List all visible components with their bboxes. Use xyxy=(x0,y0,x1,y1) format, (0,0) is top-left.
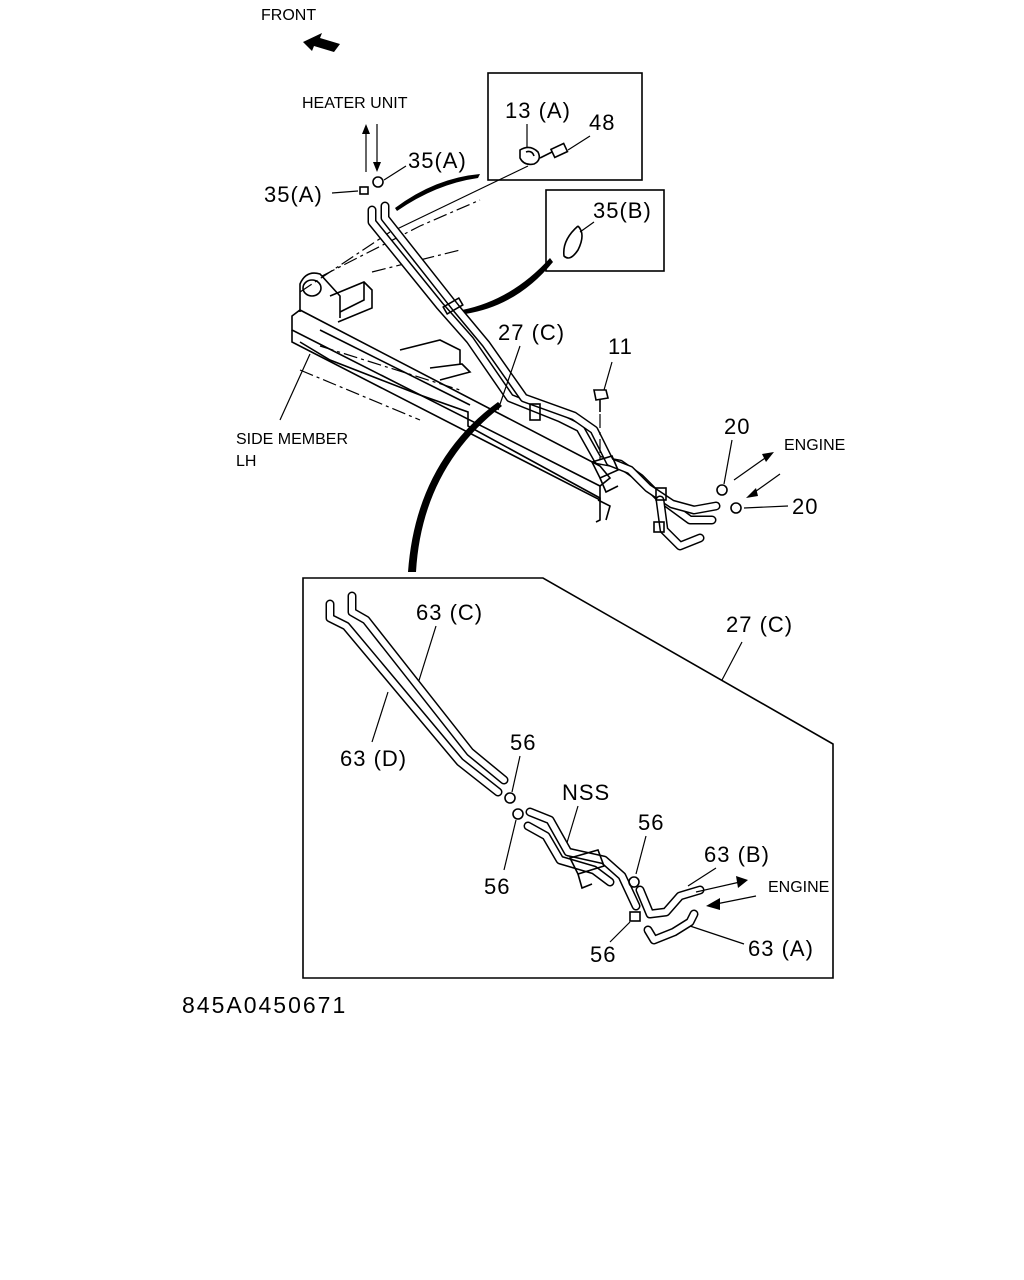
hose-63a xyxy=(643,909,699,945)
callout-20-top: 20 xyxy=(724,414,750,439)
frame-side-member xyxy=(291,272,612,523)
heater-hose-assembly xyxy=(367,201,721,551)
leader-wedge-27c xyxy=(408,402,502,572)
callout-35b: 35(B) xyxy=(593,198,652,223)
front-label: FRONT xyxy=(261,7,316,24)
diagram-code: 845A0450671 xyxy=(182,992,347,1018)
hose-clamp-56-a-icon xyxy=(504,792,516,804)
callout-63b: 63 (B) xyxy=(704,842,770,867)
callout-35a-left: 35(A) xyxy=(264,182,323,207)
callout-35a-right: 35(A) xyxy=(408,148,467,173)
callout-48: 48 xyxy=(589,110,615,135)
callout-56-d: 56 xyxy=(590,942,616,967)
callout-56-b: 56 xyxy=(484,874,510,899)
callout-63a: 63 (A) xyxy=(748,936,814,961)
callout-11: 11 xyxy=(608,334,633,359)
hose-clamp-56-d-icon xyxy=(629,911,641,922)
engine-label-detail: ENGINE xyxy=(768,879,829,896)
hose-clamp-56-c-icon xyxy=(628,876,640,888)
callout-13a: 13 (A) xyxy=(505,98,571,123)
leader-wedge-35b xyxy=(462,258,553,314)
engine-label-top: ENGINE xyxy=(784,437,845,454)
bolt-48-icon xyxy=(539,142,569,159)
hose-63c-63d xyxy=(325,591,509,797)
side-member-label-1: SIDE MEMBER xyxy=(236,431,348,448)
callout-27c-detail: 27 (C) xyxy=(726,612,793,637)
callout-27c-top: 27 (C) xyxy=(498,320,565,345)
clip-detail-box xyxy=(487,72,643,181)
hose-63b xyxy=(635,885,705,919)
hose-detail-frame xyxy=(302,577,834,979)
hose-clamp-20-top-icon xyxy=(716,484,728,496)
nss-metal-pipe xyxy=(523,807,641,911)
engine-flow-arrows-detail-icon xyxy=(695,876,757,910)
callout-63c: 63 (C) xyxy=(416,600,483,625)
heater-flow-arrows-icon xyxy=(362,124,381,172)
hose-clamp-20-bottom-icon xyxy=(730,502,742,514)
hose-clamp-35a-icon xyxy=(359,176,384,195)
callout-56-c: 56 xyxy=(638,810,664,835)
leader-wedge-13a xyxy=(395,174,480,211)
band-35b-icon xyxy=(562,225,583,259)
callout-20-bottom: 20 xyxy=(792,494,818,519)
heater-unit-label: HEATER UNIT xyxy=(302,95,408,112)
callout-63d: 63 (D) xyxy=(340,746,407,771)
bolt-11-icon xyxy=(593,389,609,412)
band-detail-box xyxy=(545,189,665,272)
nss-label: NSS xyxy=(562,780,610,805)
side-member-label-2: LH xyxy=(236,453,256,470)
callout-56-a: 56 xyxy=(510,730,536,755)
hose-clamp-56-b-icon xyxy=(512,808,524,820)
clip-13a-icon xyxy=(519,146,541,166)
front-arrow-icon xyxy=(303,33,340,52)
engine-flow-arrows-top-icon xyxy=(733,452,781,498)
